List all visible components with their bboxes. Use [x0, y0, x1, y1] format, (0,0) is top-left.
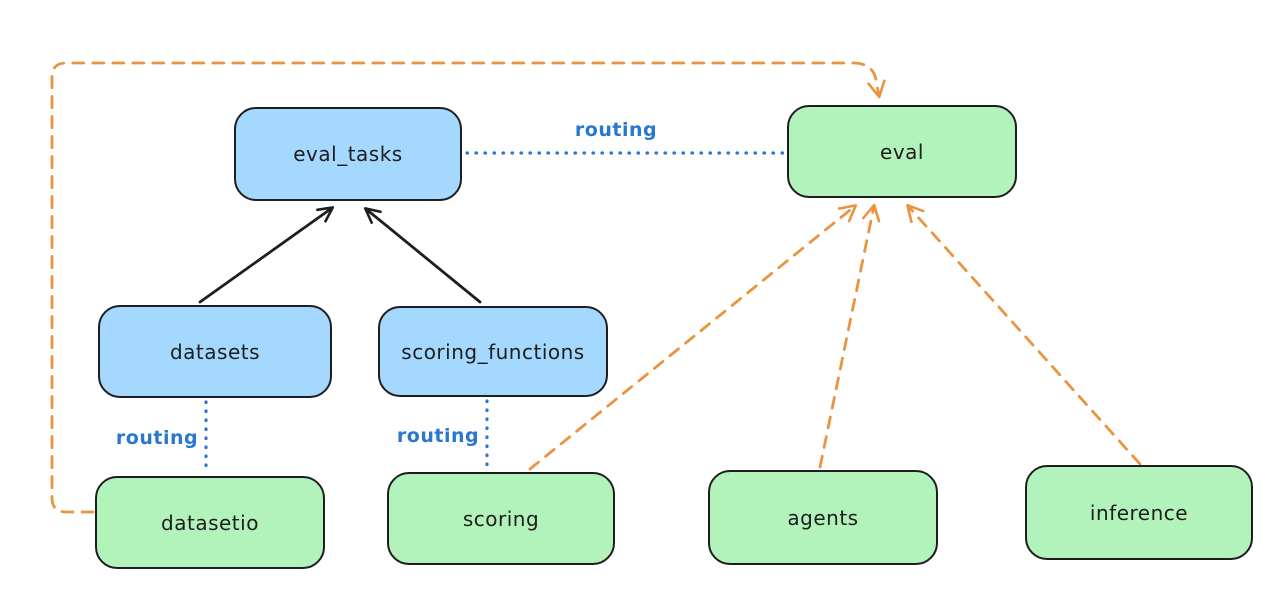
- node-datasetio-label: datasetio: [161, 510, 259, 535]
- node-scoring-functions: scoring_functions: [378, 306, 608, 397]
- node-agents: agents: [708, 470, 938, 565]
- node-eval-label: eval: [880, 139, 924, 164]
- node-datasets-label: datasets: [169, 339, 261, 364]
- edge-label-routing-datasets-datasetio: routing: [115, 427, 199, 449]
- edge-datasetio-to-eval: [50, 61, 886, 514]
- node-scoring-label: scoring: [462, 506, 540, 531]
- edge-label-routing-eval-tasks-eval: routing: [574, 119, 658, 141]
- node-eval: eval: [787, 105, 1017, 198]
- node-eval-tasks-label: eval_tasks: [293, 142, 403, 166]
- node-datasetio: datasetio: [95, 476, 325, 569]
- edge-label-routing-scoring-functions-scoring: routing: [396, 425, 480, 447]
- node-inference-label: inference: [1089, 500, 1189, 525]
- edge-datasets-to-eval-tasks: [198, 206, 335, 304]
- edge-scoring-functions-to-eval-tasks: [363, 207, 482, 304]
- edge-agents-to-eval: [818, 203, 881, 469]
- node-eval-tasks: eval_tasks: [234, 107, 462, 201]
- node-scoring-functions-label: scoring_functions: [401, 339, 585, 364]
- edge-inference-to-eval: [906, 203, 1142, 466]
- node-agents-label: agents: [787, 505, 859, 530]
- node-inference: inference: [1025, 465, 1253, 560]
- node-datasets: datasets: [98, 305, 332, 398]
- edge-scoring-to-eval: [528, 204, 858, 471]
- node-scoring: scoring: [387, 472, 615, 565]
